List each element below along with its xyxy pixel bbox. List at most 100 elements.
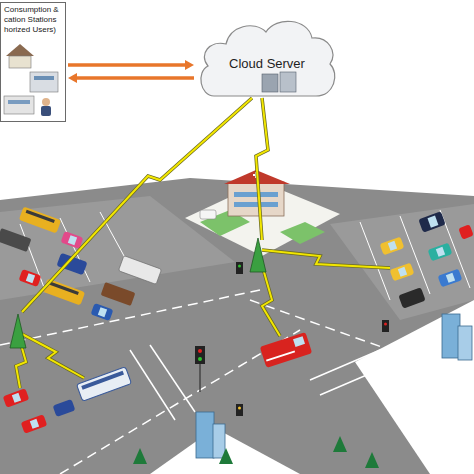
- hospital-building: [228, 182, 284, 216]
- traffic-light: [236, 404, 243, 416]
- arrow-shaft: [68, 63, 186, 67]
- station-label: Consumption & cation Stations horized Us…: [4, 5, 62, 35]
- station-panel: Consumption & cation Stations horized Us…: [0, 2, 66, 122]
- car-window: [446, 273, 455, 283]
- car-window: [427, 216, 438, 228]
- arrow-shaft: [76, 76, 194, 80]
- fire-truck: [260, 332, 312, 368]
- car-body: [390, 263, 415, 282]
- truck: [101, 282, 136, 306]
- server-icon: [262, 74, 278, 92]
- building-icon: [4, 96, 34, 114]
- bus-window: [81, 371, 124, 390]
- arrow-head: [185, 60, 194, 70]
- wireless-link: [256, 98, 268, 240]
- data-flow-arrow: [68, 73, 194, 83]
- car-window: [68, 235, 77, 245]
- car: [438, 269, 463, 288]
- wireless-link: [262, 250, 390, 268]
- crosswalk: [150, 345, 195, 412]
- tower-building: [196, 412, 214, 458]
- hospital-window: [234, 202, 278, 207]
- car-window: [398, 267, 407, 277]
- car-body: [428, 243, 453, 262]
- car: [428, 243, 453, 262]
- traffic-light-pole: [199, 362, 201, 392]
- antenna-tower: [250, 238, 266, 272]
- car-window: [12, 393, 21, 403]
- arrow-head: [68, 73, 77, 83]
- traffic-light-lamp: [384, 323, 387, 326]
- car-window: [26, 273, 35, 283]
- antenna-tower: [10, 314, 26, 348]
- truck-body: [101, 282, 136, 306]
- parking-lot: [0, 196, 235, 300]
- car: [19, 269, 42, 287]
- tower-building: [458, 326, 472, 360]
- traffic-light-lamp: [238, 407, 241, 410]
- car-body: [3, 388, 30, 407]
- bus: [76, 367, 131, 402]
- car-body: [91, 303, 114, 321]
- hospital-window: [234, 192, 278, 197]
- truck-body: [0, 228, 31, 252]
- sidewalk-block: [355, 300, 474, 474]
- person-icon: [42, 98, 50, 106]
- tower-building: [213, 424, 225, 458]
- car: [390, 263, 415, 282]
- car-body: [380, 237, 405, 256]
- person-icon: [41, 106, 51, 116]
- car-window: [98, 307, 107, 317]
- car: [458, 224, 473, 239]
- crosswalk: [130, 350, 175, 420]
- truck-body: [118, 256, 161, 285]
- tree: [333, 436, 347, 452]
- data-flow-arrow: [68, 60, 194, 70]
- truck: [118, 256, 161, 285]
- car-body: [418, 211, 445, 232]
- car-body: [19, 269, 42, 287]
- tower-building: [442, 314, 460, 358]
- crosswalk: [310, 350, 380, 380]
- house-roof: [6, 44, 34, 56]
- lawn: [280, 222, 325, 244]
- car: [398, 287, 425, 308]
- wireless-link: [22, 334, 84, 378]
- tree: [133, 448, 147, 464]
- truck-stripe: [266, 350, 295, 361]
- car: [21, 414, 48, 433]
- car: [3, 388, 30, 407]
- building-window: [8, 100, 30, 104]
- car: [418, 211, 445, 232]
- car-window: [388, 241, 397, 251]
- house-icon: [9, 56, 31, 68]
- tree: [365, 452, 379, 468]
- car-window: [436, 247, 445, 257]
- wireless-link: [22, 98, 252, 312]
- traffic-light-lamp: [198, 357, 202, 361]
- car-body: [458, 224, 473, 239]
- cloud-node: Cloud Server: [196, 14, 338, 106]
- car-body: [53, 399, 76, 417]
- traffic-light: [382, 320, 389, 332]
- wireless-link: [22, 334, 84, 378]
- traffic-light-lamp: [198, 349, 202, 353]
- building-icon: [30, 72, 58, 92]
- car: [53, 399, 76, 417]
- lane-marking: [250, 300, 474, 380]
- ambulance: [200, 210, 216, 219]
- server-label: Cloud Server: [196, 56, 338, 71]
- bus-body: [19, 207, 61, 234]
- bus-window: [50, 282, 79, 295]
- car: [61, 231, 84, 249]
- tree: [219, 448, 233, 464]
- car: [91, 303, 114, 321]
- road-surface: [0, 178, 474, 474]
- traffic-light: [236, 262, 243, 274]
- car-window: [30, 419, 39, 429]
- server-icon: [280, 72, 296, 92]
- bus-window: [26, 210, 55, 223]
- parking-lot: [330, 204, 474, 320]
